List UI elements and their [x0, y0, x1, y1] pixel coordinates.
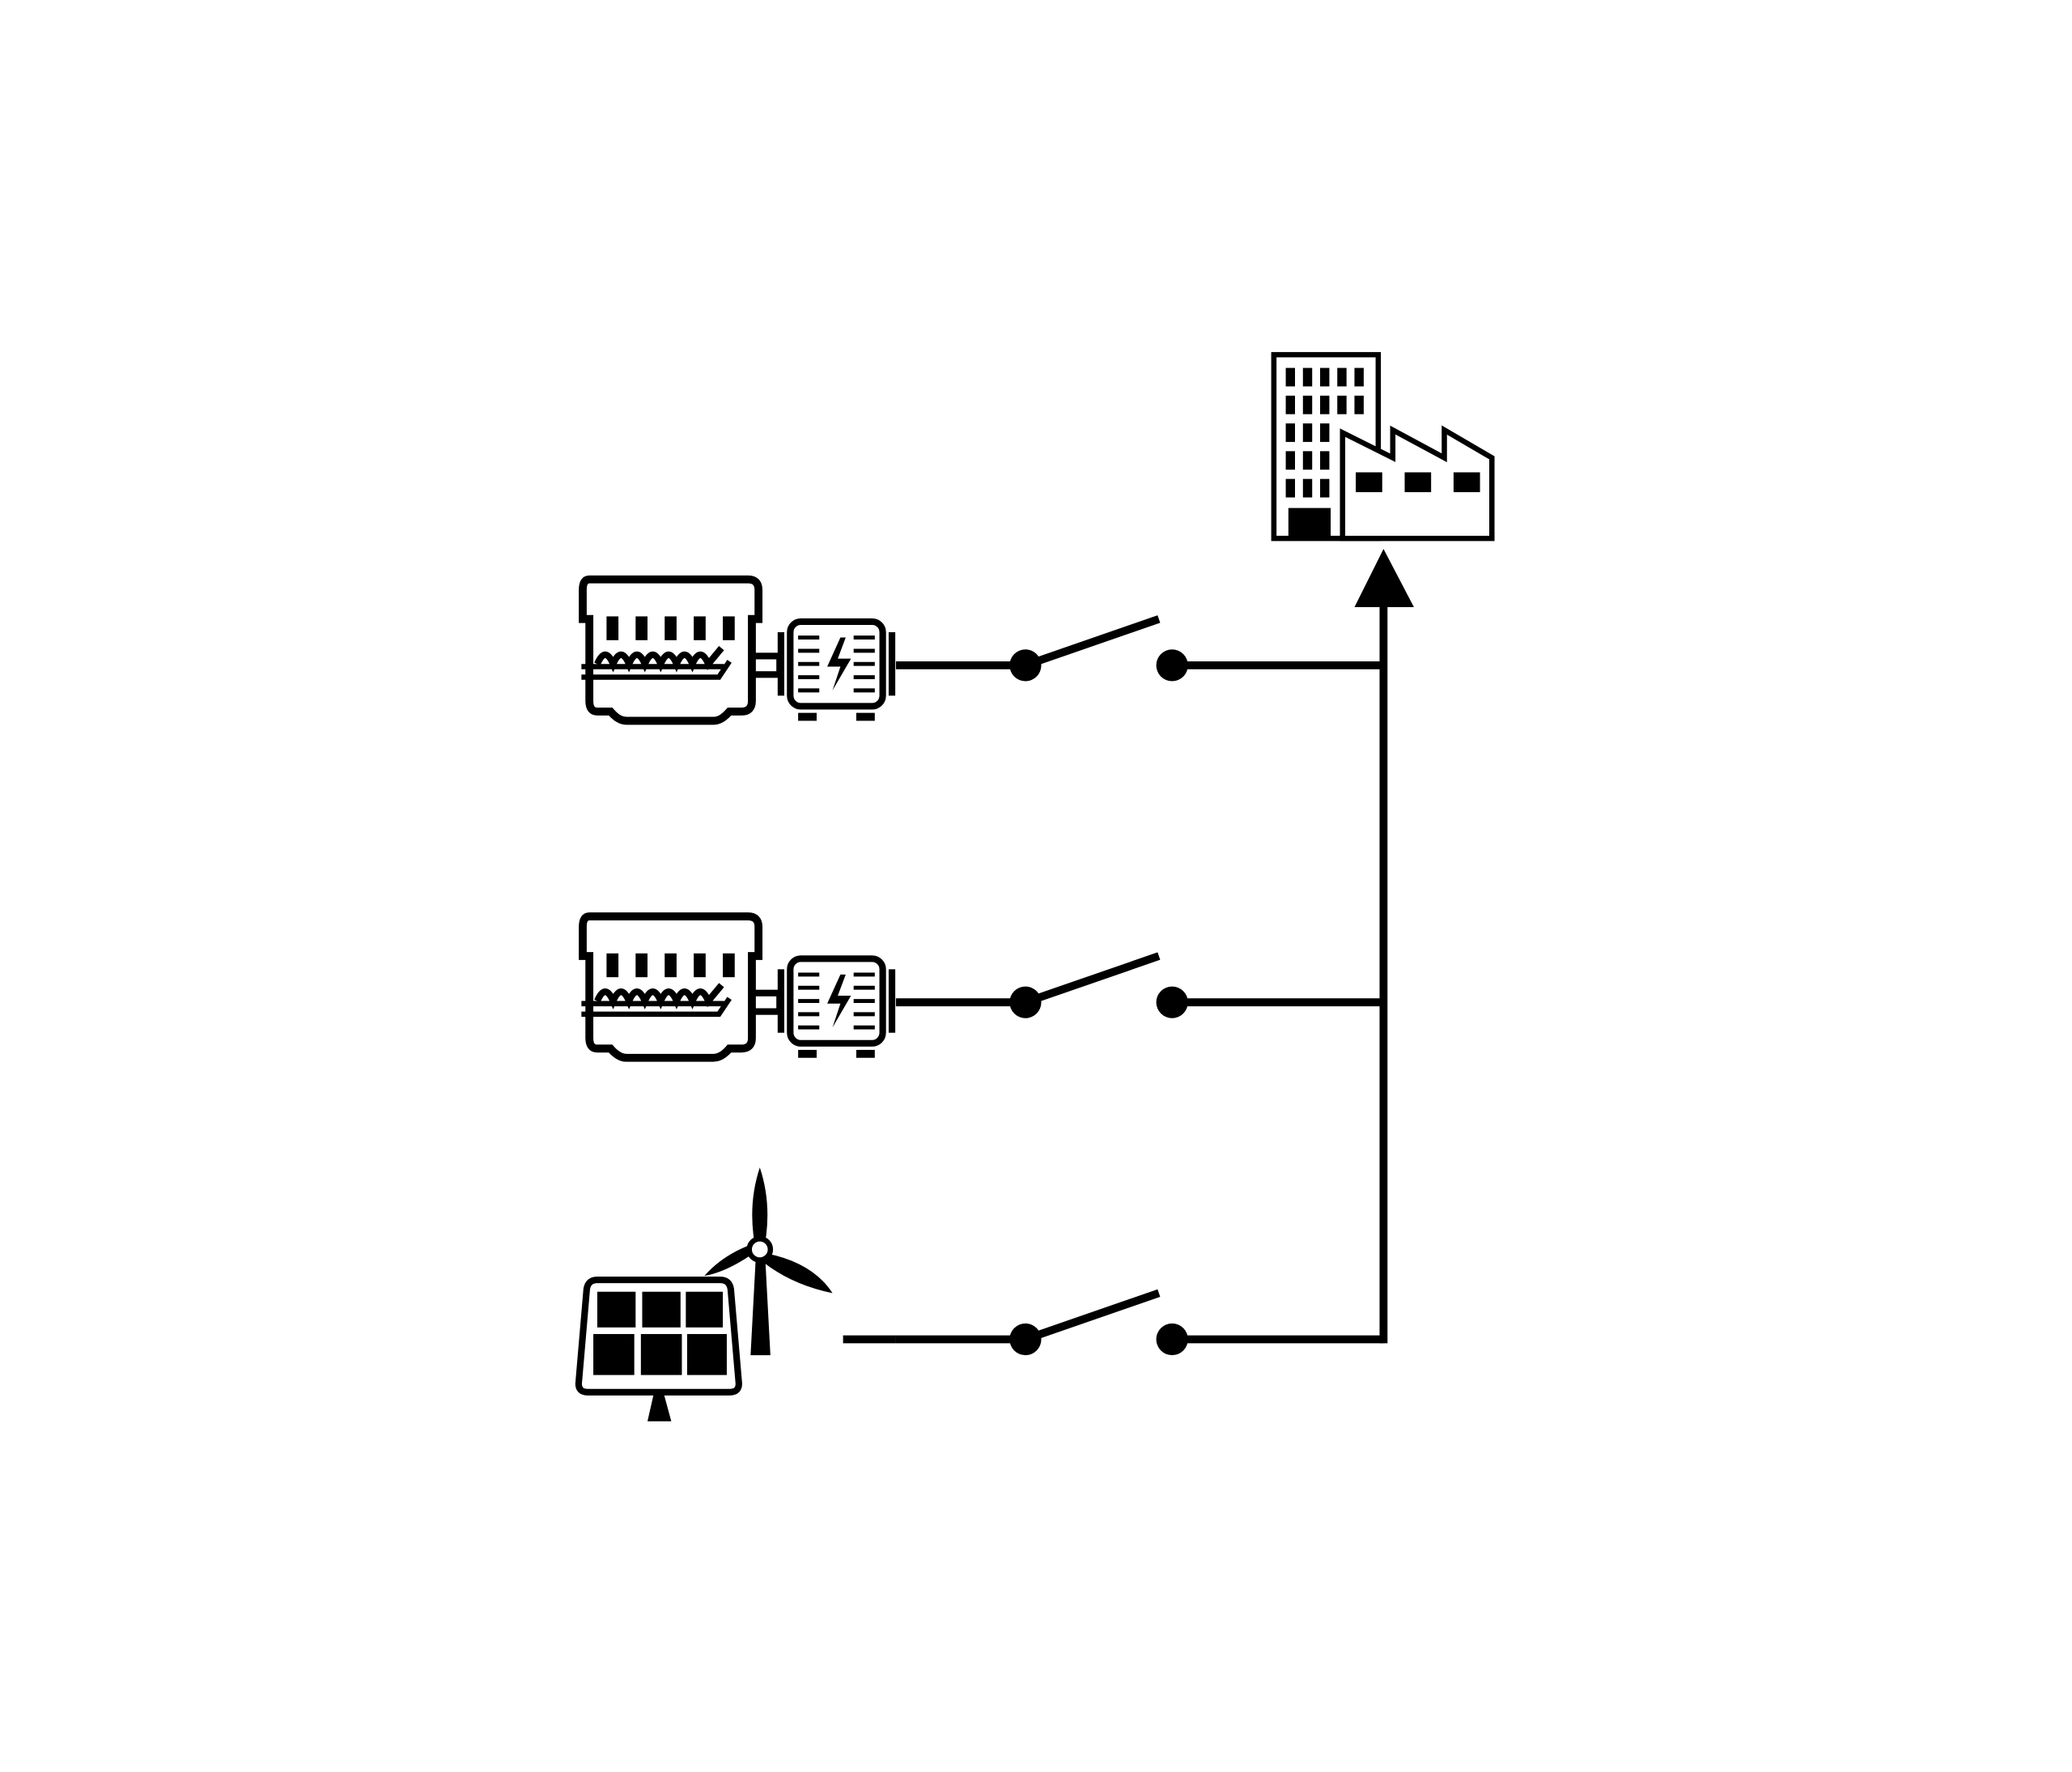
- diesel-generator-icon: [581, 916, 892, 1058]
- diesel-generator-icon: [581, 580, 892, 721]
- building-factory-icon: [1271, 351, 1495, 542]
- switch-open[interactable]: [896, 619, 1383, 682]
- switch-open[interactable]: [896, 1293, 1383, 1355]
- solar-wind-icon: [575, 1167, 833, 1421]
- switch-open[interactable]: [896, 956, 1383, 1018]
- arrow-up-icon: [1354, 549, 1414, 608]
